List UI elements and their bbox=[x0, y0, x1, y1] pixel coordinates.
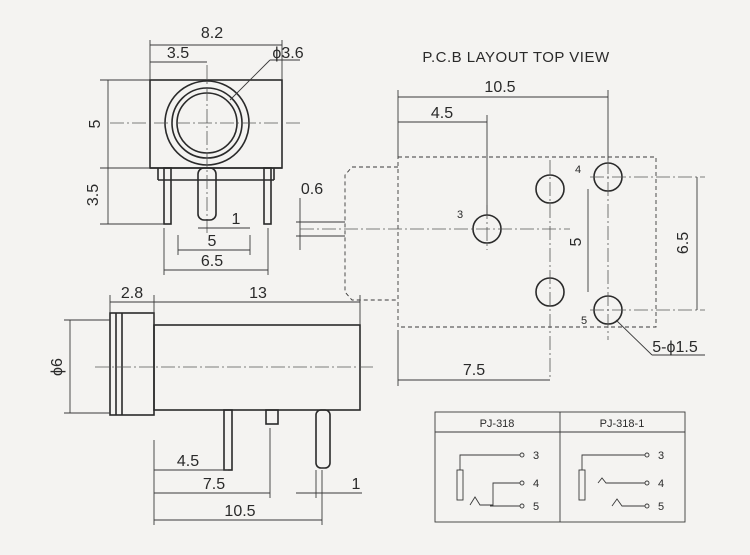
side-pin-left bbox=[223, 409, 233, 471]
side-nub bbox=[265, 409, 279, 425]
schematic-header-pj318-1: PJ-318-1 bbox=[600, 418, 645, 430]
schematic-box: PJ-318 PJ-318-1 3 4 5 3 4 5 bbox=[434, 411, 686, 523]
pj318-pin-4: 4 bbox=[533, 478, 539, 490]
dim-0-6: 0.6 bbox=[301, 181, 323, 198]
pcb-title: P.C.B LAYOUT TOP VIEW bbox=[422, 49, 610, 66]
dim-10-5-pcb: 10.5 bbox=[484, 79, 515, 96]
dim-6-5-pcb: 6.5 bbox=[675, 232, 692, 254]
front-view: 8.2 3.5 ϕ3.6 5 3.5 1 5 6.5 bbox=[85, 25, 304, 275]
dim-2-8: 2.8 bbox=[121, 285, 143, 302]
pin-label-5: 5 bbox=[581, 315, 587, 327]
pj318-1-pin-4: 4 bbox=[658, 478, 664, 490]
pj318-sleeve bbox=[456, 469, 464, 501]
pcb-layout: P.C.B LAYOUT TOP VIEW 3 4 5 10.5 4.5 7.5… bbox=[300, 49, 705, 386]
dim-8-2: 8.2 bbox=[201, 25, 223, 42]
pj318-pin-3: 3 bbox=[533, 450, 539, 462]
pj318-1-sleeve bbox=[578, 469, 586, 501]
dim-6-5-front: 6.5 bbox=[201, 253, 223, 270]
dim-3-5-pin: 3.5 bbox=[85, 184, 102, 206]
dim-7-5-side: 7.5 bbox=[203, 476, 225, 493]
side-view: 2.8 13 ϕ6 4.5 7.5 10.5 1 0.6 bbox=[49, 181, 375, 525]
dim-5-front: 5 bbox=[208, 233, 217, 250]
front-body-outline bbox=[149, 79, 283, 169]
dim-5-pcb: 5 bbox=[568, 237, 585, 246]
pin-label-4: 4 bbox=[575, 164, 581, 176]
pj318-1-pin-3: 3 bbox=[658, 450, 664, 462]
dim-13: 13 bbox=[249, 285, 267, 302]
front-center-pin bbox=[197, 167, 217, 221]
pcb-flange-outline bbox=[344, 166, 398, 301]
front-right-pin bbox=[263, 167, 272, 225]
dim-3-5-top: 3.5 bbox=[167, 45, 189, 62]
pcb-hole-upper-left bbox=[535, 174, 565, 204]
dim-5-vertical: 5 bbox=[87, 119, 104, 128]
pin-label-3: 3 bbox=[457, 209, 463, 221]
dim-1-side: 1 bbox=[352, 476, 361, 493]
side-pin-right bbox=[315, 409, 331, 469]
side-body bbox=[153, 324, 361, 411]
front-left-pin bbox=[163, 167, 172, 225]
dim-holes: 5-ϕ1.5 bbox=[652, 339, 698, 356]
dim-4-5-pcb: 4.5 bbox=[431, 105, 453, 122]
dim-1-front: 1 bbox=[232, 211, 241, 228]
dim-phi-6: ϕ6 bbox=[49, 358, 66, 376]
dim-4-5-side: 4.5 bbox=[177, 453, 199, 470]
dim-phi-3-6: ϕ3.6 bbox=[272, 45, 303, 62]
dim-10-5-side: 10.5 bbox=[224, 503, 255, 520]
dim-7-5-pcb: 7.5 bbox=[463, 362, 485, 379]
pcb-outline bbox=[397, 156, 657, 328]
pj318-pin-5: 5 bbox=[533, 501, 539, 513]
schematic-header-pj318: PJ-318 bbox=[480, 418, 515, 430]
pj318-1-pin-5: 5 bbox=[658, 501, 664, 513]
